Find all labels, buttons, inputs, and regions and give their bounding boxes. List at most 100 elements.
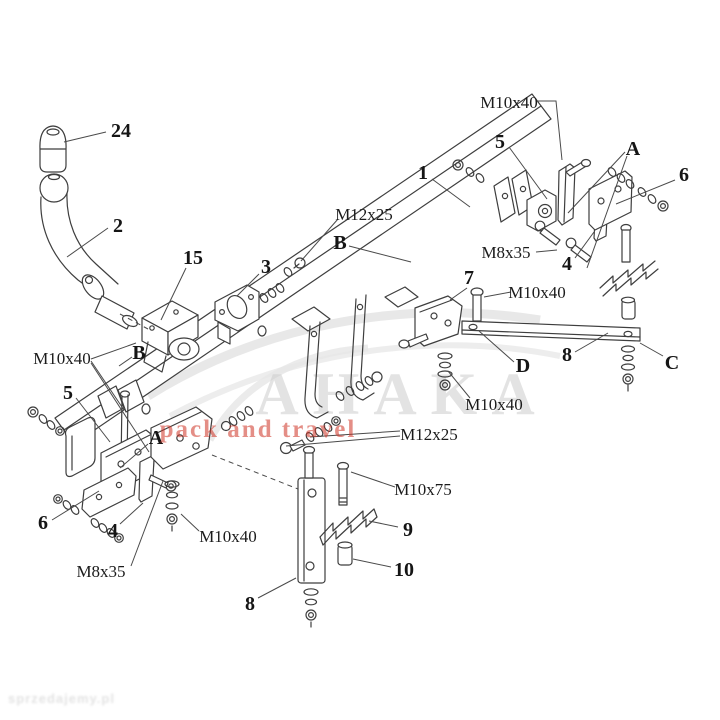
leader-line [574,332,609,353]
suspension-column-right [599,223,659,320]
fastener-stack-bracket7 [437,352,453,391]
beam-clamps-b [291,286,419,332]
end-plate-left [64,416,96,478]
fastener-stack-bar-right [620,345,636,392]
callout-5: 5 [63,382,73,404]
leader-line [285,435,401,447]
callout-24: 24 [111,120,131,142]
callout-m10x75: M10x75 [394,480,452,499]
callout-m10x40: M10x40 [465,395,523,414]
callout-m10x40: M10x40 [508,283,566,302]
leader-line [586,155,628,269]
leader-line [639,342,664,357]
m10x40-bolt-bar [470,287,484,322]
callout-1: 1 [418,162,428,184]
callout-3: 3 [261,256,271,278]
leader-line [368,520,399,528]
leader-line [615,179,676,205]
m10x75-bolt [336,461,350,506]
callout-4: 4 [108,520,118,542]
callout-4: 4 [562,253,572,275]
leader-line [431,178,471,208]
m10x40-bolt-plate8 [302,445,316,479]
leader-line [66,227,109,258]
callout-5: 5 [495,131,505,153]
line-art [27,93,669,628]
leader-line [119,502,144,525]
callout-a: A [626,138,641,160]
leader-line [211,454,299,490]
leader-line [90,360,125,411]
leader-line [119,443,149,469]
callout-m10x40: M10x40 [199,527,257,546]
beam-left-tabs [97,379,145,419]
m12x25-fasteners-mid [220,371,383,455]
leader-line [350,471,396,488]
callout-m10x40: M10x40 [480,93,538,112]
leader-line [478,330,515,363]
callout-d: D [516,355,530,377]
leader-line [90,342,137,360]
counter-plate-6-right [588,170,633,231]
leader-lines [51,100,676,599]
leader-line [63,131,107,143]
side-plate-a-right [557,158,592,226]
callout-m12x25: M12x25 [400,425,458,444]
leader-line [51,490,100,521]
counter-plate-6-left [81,467,137,518]
callout-8: 8 [562,344,572,366]
m12x25-fasteners-top [258,257,306,305]
callout-6: 6 [679,164,689,186]
spacer-10 [337,541,353,566]
leader-line [160,267,187,321]
callout-m8x35: M8x35 [76,562,125,581]
leader-line [574,231,595,259]
leader-line [508,146,548,200]
leader-line [130,480,164,567]
leader-line [483,291,512,298]
spacer-plate-5-right [526,189,557,232]
leader-line [75,397,111,443]
leader-line [535,249,558,253]
callout-m10x40: M10x40 [33,349,91,368]
tow-ball-arm-2 [39,173,138,330]
leader-line [449,287,468,301]
bracket-7 [398,295,463,349]
socket-bracket-15 [141,300,200,373]
callout-a: A [149,427,164,449]
leader-line [300,218,339,262]
m8x35-bolts-right [534,220,592,263]
callout-7: 7 [464,267,474,289]
watermark-swoosh [145,308,561,442]
mid-bracket-left [150,406,213,470]
leader-line [352,558,392,568]
watermark-tagline-text: pack and travel [160,416,357,443]
leader-line [180,513,200,532]
plate-3 [214,284,260,345]
leader-line [536,100,563,161]
callout-m8x35: M8x35 [481,243,530,262]
callout-6: 6 [38,512,48,534]
beam-end-bracket-right [493,169,534,223]
ball-cover-24 [39,125,67,173]
leader-line [236,273,260,297]
fastener-stack-plate8 [303,588,319,628]
callout-m12x25: M12x25 [335,205,393,224]
callout-c: C [665,352,679,374]
support-bar-8 [461,320,641,342]
spring-plate-9 [319,508,378,546]
leader-line [567,151,626,214]
leader-line [447,370,471,399]
callout-8: 8 [245,593,255,615]
callout-2: 2 [113,215,123,237]
mount-plate-8-left [297,477,326,584]
callout-10: 10 [394,559,414,581]
leader-line [257,577,297,599]
corner-watermark-text: sprzedajemy.pl [8,691,115,706]
leader-line [348,245,412,263]
watermark-brand-text: AHAKA [255,361,548,427]
callout-b: B [132,342,145,364]
